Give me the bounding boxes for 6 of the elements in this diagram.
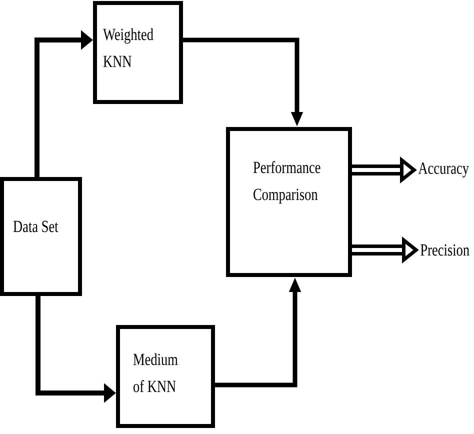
- process-box: Performance Comparison: [226, 127, 352, 277]
- process-box: Medium of KNN: [116, 325, 215, 428]
- process-box: Data Set: [0, 177, 82, 296]
- process-box: Weighted KNN: [93, 1, 183, 104]
- output-label: Accuracy: [418, 162, 469, 178]
- output-label: Precision: [420, 244, 470, 256]
